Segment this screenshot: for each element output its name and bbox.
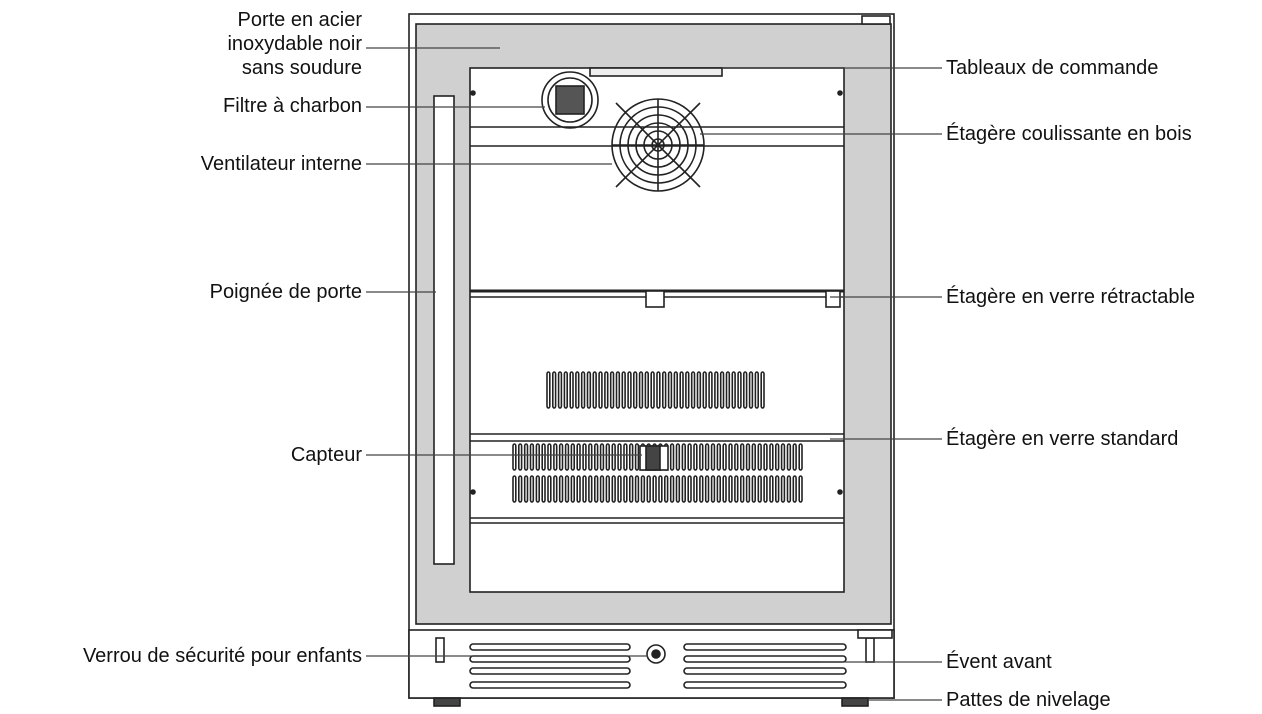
kick-plate — [408, 629, 895, 699]
label-filter: Filtre à charbon — [223, 95, 362, 117]
leveling-leg-left — [433, 697, 461, 707]
leader-lines — [366, 47, 942, 701]
label-std-shelf: Étagère en verre standard — [946, 428, 1179, 450]
label-door: Porte en acier inoxydable noir sans soud… — [227, 8, 362, 80]
glass-window — [469, 67, 845, 593]
wood-shelf — [470, 126, 844, 147]
label-vent: Évent avant — [946, 651, 1052, 673]
rear-vent-lower — [512, 443, 803, 503]
internal-fan — [611, 98, 705, 192]
label-legs: Pattes de nivelage — [946, 689, 1111, 711]
child-lock — [646, 644, 666, 664]
door-handle — [433, 95, 455, 565]
rear-vent-upper — [546, 371, 765, 409]
leveling-leg-right — [841, 697, 869, 707]
label-control: Tableaux de commande — [946, 57, 1159, 79]
retractable-shelf — [470, 289, 844, 308]
top-hinge — [861, 15, 891, 25]
label-wood-shelf: Étagère coulissante en bois — [946, 123, 1192, 145]
label-door-line-2: inoxydable noir — [227, 33, 362, 55]
control-panel — [589, 67, 723, 77]
label-retract-shelf: Étagère en verre rétractable — [946, 286, 1196, 308]
label-lock: Verrou de sécurité pour enfants — [82, 645, 362, 667]
label-handle: Poignée de porte — [209, 281, 362, 303]
sensor — [639, 445, 669, 471]
label-fan: Ventilateur interne — [200, 153, 362, 175]
label-sensor: Capteur — [290, 444, 362, 466]
label-door-line-1: Porte en acier — [237, 9, 362, 31]
standard-shelf — [470, 433, 844, 442]
label-door-line-3: sans soudure — [241, 57, 362, 79]
carbon-filter — [541, 71, 599, 129]
